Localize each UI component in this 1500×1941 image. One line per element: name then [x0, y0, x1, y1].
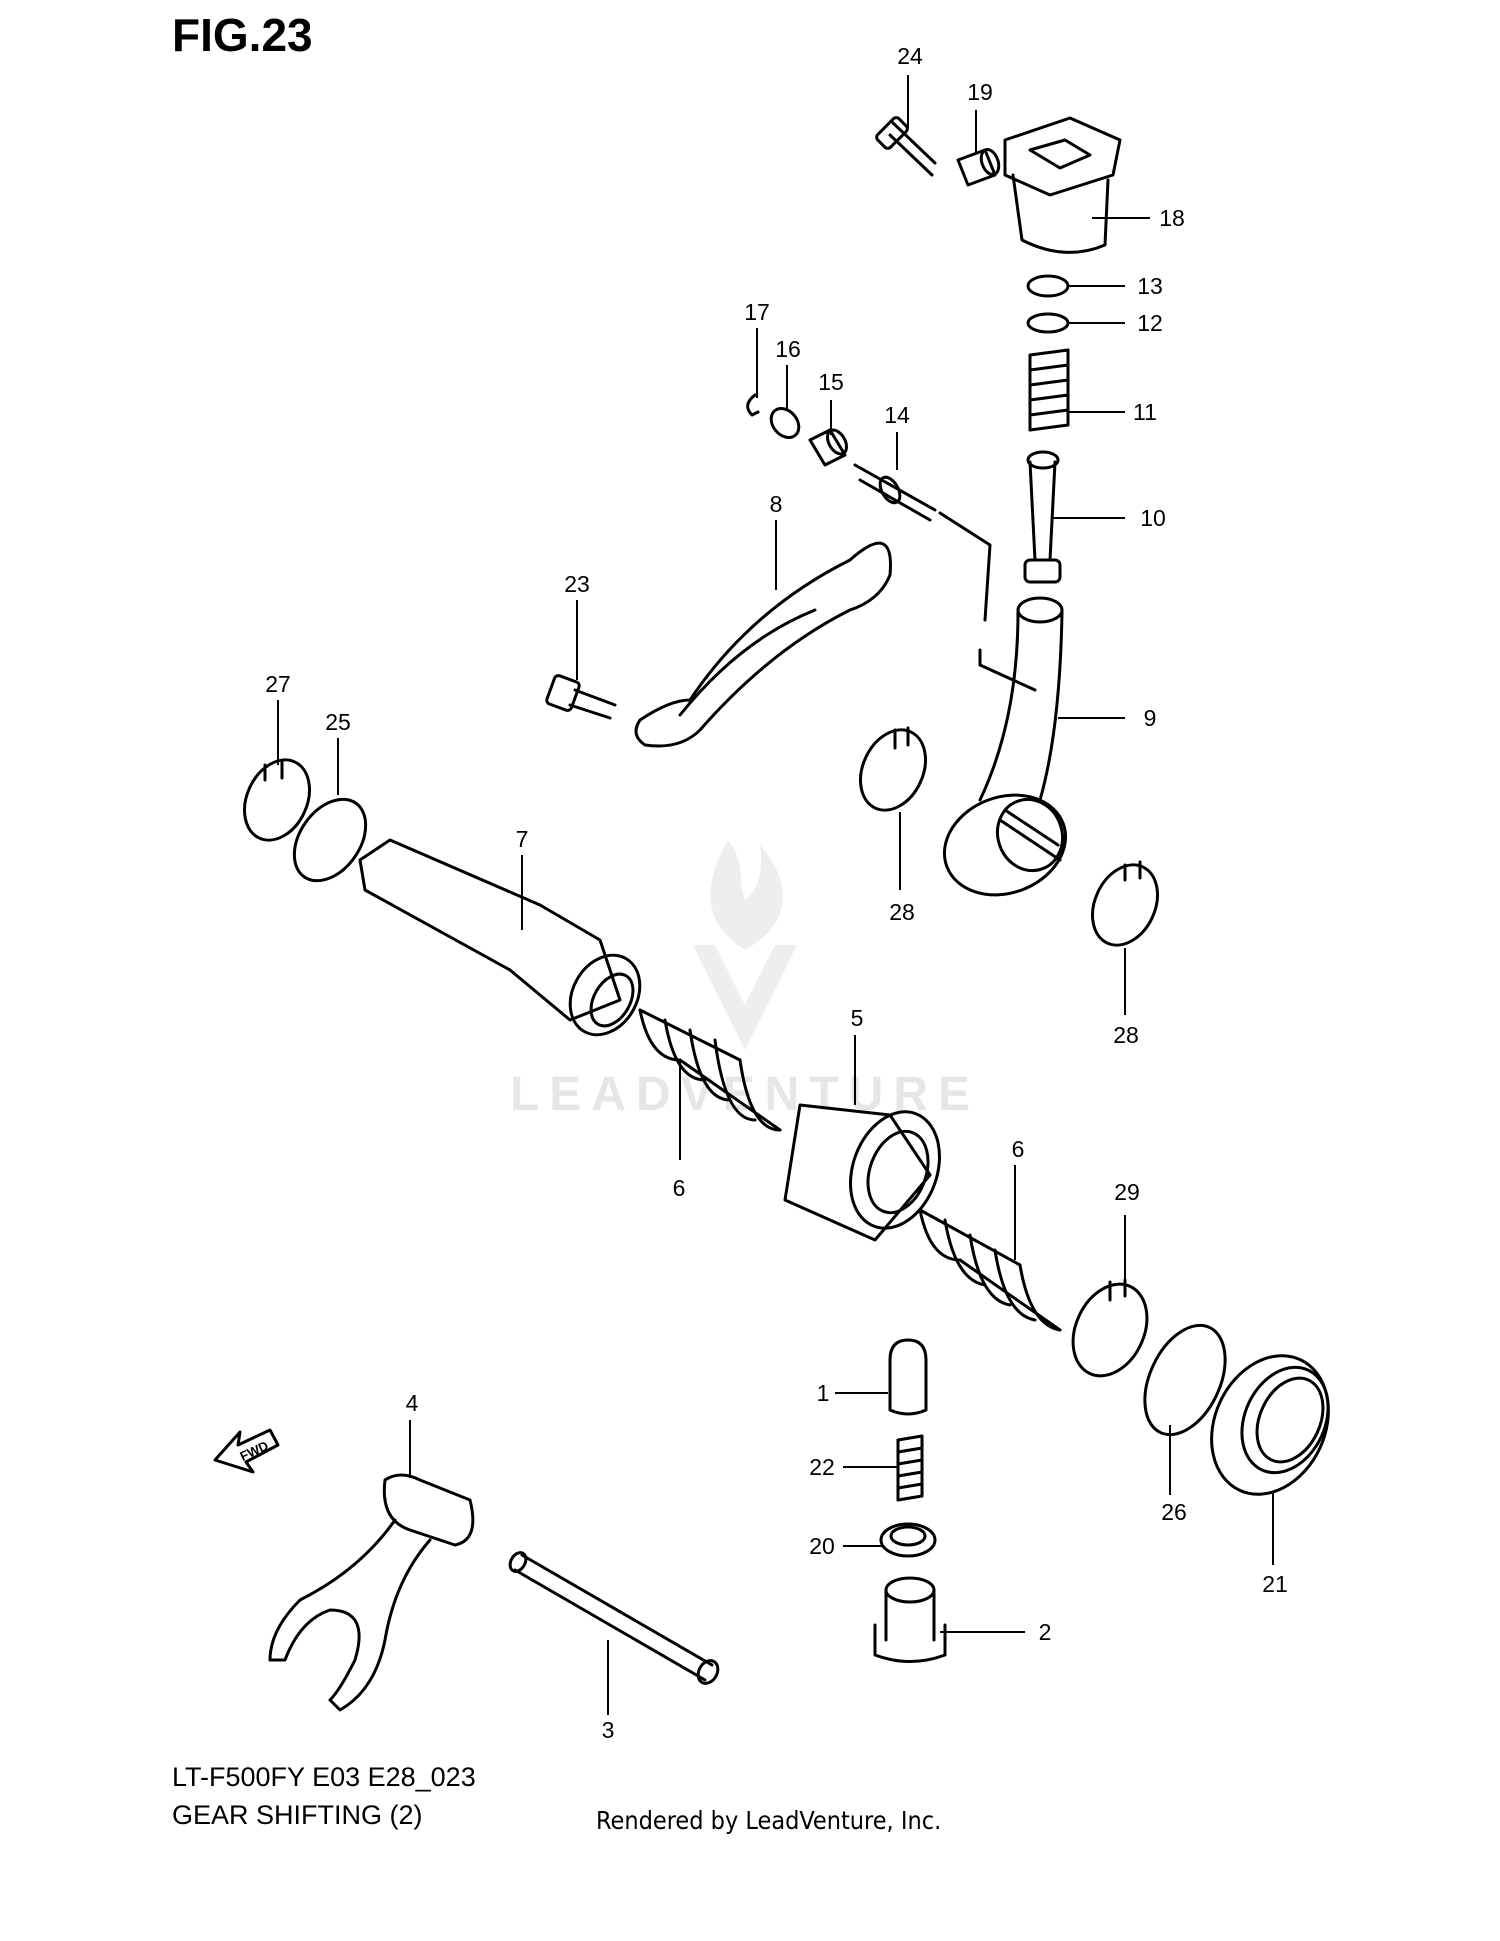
- callout-25: 25: [325, 709, 351, 735]
- part-12-washer: [1026, 312, 1070, 334]
- callout-12: 12: [1137, 310, 1163, 336]
- callout-29: 29: [1114, 1179, 1140, 1205]
- callout-1: 1: [817, 1380, 830, 1406]
- callout-7: 7: [516, 826, 529, 852]
- callout-28-lower: 28: [1113, 1022, 1139, 1048]
- part-24-bolt: [875, 116, 937, 177]
- callout-21: 21: [1262, 1571, 1288, 1597]
- part-27-circlip: [243, 758, 311, 842]
- callout-22: 22: [809, 1454, 835, 1480]
- callout-23: 23: [564, 571, 590, 597]
- callout-3: 3: [602, 1717, 615, 1743]
- part-26-ring: [1143, 1323, 1227, 1437]
- callout-14: 14: [884, 402, 910, 428]
- section-name: GEAR SHIFTING (2): [172, 1800, 423, 1830]
- callout-18: 18: [1159, 205, 1185, 231]
- part-13-nut: [1026, 274, 1070, 298]
- callout-27: 27: [265, 671, 291, 697]
- part-18-knob: [1003, 116, 1122, 254]
- part-20-gasket: [879, 1522, 937, 1558]
- callout-9: 9: [1144, 705, 1157, 731]
- callout-16: 16: [775, 336, 801, 362]
- callout-13: 13: [1137, 273, 1163, 299]
- callout-20: 20: [809, 1533, 835, 1559]
- callout-15: 15: [818, 369, 844, 395]
- part-6-spring-right: [918, 1208, 1062, 1332]
- part-2-plug: [873, 1576, 947, 1663]
- part-11-spring: [1028, 348, 1070, 432]
- part-19-collar: [956, 147, 1001, 187]
- part-23-bolt: [545, 674, 617, 720]
- part-28-circlip-upper: [859, 726, 927, 812]
- callout-8: 8: [770, 491, 783, 517]
- part-3-shaft: [508, 1551, 720, 1685]
- callout-4: 4: [406, 1390, 419, 1416]
- part-29-circlip: [1071, 1278, 1149, 1378]
- callout-24: 24: [897, 43, 923, 69]
- part-5-sleeve: [783, 1103, 941, 1242]
- leadventure-watermark: LEADVENTURE: [510, 840, 970, 1121]
- part-9-shift-lever: [942, 596, 1068, 897]
- callout-labels: 24 19 18 13 12 11 10 17 16 15 14 8 23 9 …: [265, 43, 1288, 1743]
- part-16-washer: [769, 407, 801, 439]
- part-21-oil-seal: [1210, 1354, 1330, 1496]
- part-25-ring: [292, 797, 368, 883]
- callout-17: 17: [744, 299, 770, 325]
- leader-lines: [277, 75, 1274, 1715]
- figure-title: FIG.23: [172, 9, 313, 61]
- part-1-plunger: [888, 1338, 928, 1416]
- model-code: LT-F500FY E03 E28_023: [172, 1762, 476, 1792]
- part-8-link-plate: [634, 541, 892, 748]
- callout-28-upper: 28: [889, 899, 915, 925]
- callout-6-right: 6: [1012, 1136, 1025, 1162]
- callout-26: 26: [1161, 1499, 1187, 1525]
- callout-6-left: 6: [673, 1175, 686, 1201]
- part-7-shaft: [358, 838, 642, 1037]
- callout-5: 5: [851, 1005, 864, 1031]
- part-4-shift-fork: [268, 1473, 475, 1712]
- part-22-spring: [896, 1434, 924, 1502]
- part-17-clip: [746, 393, 760, 417]
- callout-10: 10: [1140, 505, 1166, 531]
- part-10-rod: [1023, 450, 1062, 584]
- callout-2: 2: [1039, 1619, 1052, 1645]
- callout-19: 19: [967, 79, 993, 105]
- part-14-pin: [853, 463, 1037, 692]
- callout-11: 11: [1133, 399, 1157, 425]
- render-credit: Rendered by LeadVenture, Inc.: [596, 1806, 942, 1835]
- part-28-circlip-lower: [1091, 860, 1159, 947]
- fwd-arrow-icon: [213, 1428, 280, 1474]
